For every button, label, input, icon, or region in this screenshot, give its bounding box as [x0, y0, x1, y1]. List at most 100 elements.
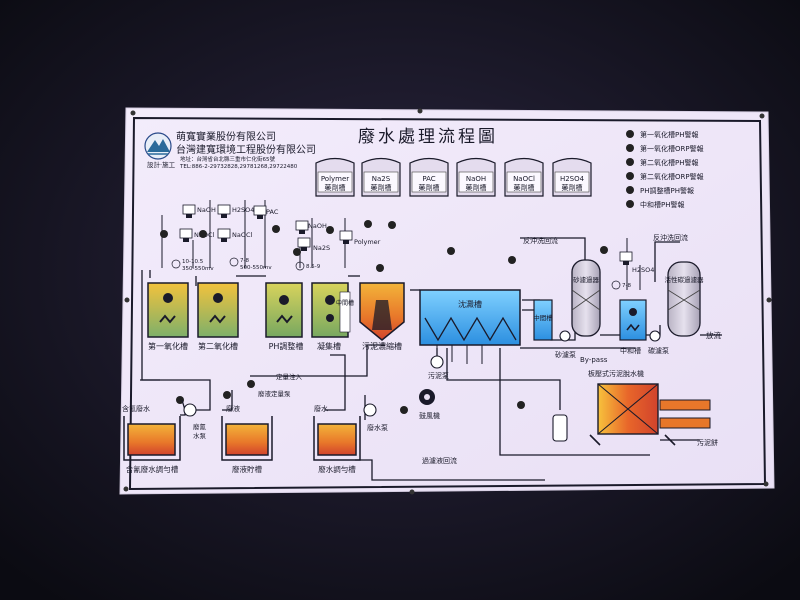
alarm-label: 第一氧化槽ORP警報 [640, 144, 704, 153]
screw-icon [124, 297, 130, 303]
pump-icon [430, 355, 444, 369]
chemical-tank: NaOCl 藥劑槽 [504, 157, 544, 197]
pump-icon [363, 403, 377, 417]
dosing-label: NaOH [197, 206, 216, 214]
indicator-lamp-icon [223, 391, 231, 399]
discharge-label: 放流 [706, 330, 721, 340]
filtrate-return-label: 過濾液回流 [422, 456, 457, 465]
pumps-right [559, 330, 661, 342]
pump-label: 碳濾泵 [648, 346, 669, 355]
middle-tank: 中間槽 [533, 299, 553, 341]
press-label: 板壓式污泥脫水機 [588, 369, 644, 378]
chemical-tank-name: NaOH [466, 175, 486, 183]
chemical-tank: Na2S 藥劑槽 [361, 157, 401, 197]
coagulation-tank: 中間槽 凝集槽 [311, 282, 354, 351]
wastewater-tank: 廢水 廢水調勻槽 廢水泵 [313, 403, 388, 474]
aerator-icon [213, 293, 223, 303]
indicator-lamp-icon [326, 226, 334, 234]
indicator-lamp-icon [388, 221, 396, 229]
dosing-label: NaOH [308, 222, 327, 230]
chemical-tank-label: 藥劑槽 [514, 183, 535, 192]
chemical-tank-name: PAC [422, 175, 435, 183]
tank-label: PH調整槽 [269, 341, 304, 351]
inlet-label: 含氰廢水 [122, 404, 150, 413]
ph-meter-icon [295, 261, 305, 271]
tank-label: 中和槽 [620, 346, 641, 355]
waste-liquid-tank: 廢液 廢液貯槽 廢液定量泵 定量注入 [221, 372, 303, 474]
screw-icon [123, 486, 129, 492]
screw-icon [417, 108, 423, 114]
pump-label-1: 廢氰 [193, 422, 207, 431]
chemical-tank-name: NaOCl [513, 175, 535, 183]
inlet-label: 廢液 [226, 404, 240, 413]
dosing-pump-icon [182, 204, 196, 218]
pump-label: 砂濾泵 [555, 350, 576, 359]
dosing-pump-icon [297, 237, 311, 251]
tank-label: 廢水調勻槽 [318, 464, 356, 474]
dosing-pump-icon [339, 230, 353, 244]
aerator-icon [629, 308, 637, 316]
indicator-lamps [160, 220, 608, 414]
tank-label: 含氰廢水調勻槽 [126, 464, 179, 474]
dosing-label: NaOCl [232, 231, 253, 239]
chemical-tank-label: 藥劑槽 [419, 183, 440, 192]
indicator-lamp-icon [517, 401, 525, 409]
dosing-pump-icon [179, 228, 193, 242]
alarm-label: PH調整槽PH警報 [640, 186, 694, 195]
oxidation-tank-2: 第二氧化槽 [197, 282, 239, 351]
process-lines [140, 237, 722, 481]
company-header: 萌寬實業股份有限公司 台灣建寬環境工程股份有限公司 設計‧施工 地址：台灣省台北… [144, 130, 316, 170]
screw-icon [766, 297, 772, 303]
alarm-lamp-icon [626, 130, 634, 138]
alarm-lamp-icon [626, 186, 634, 194]
setpoint-label: 10-10.5 [182, 259, 204, 265]
chemical-tank: PAC 藥劑槽 [409, 157, 449, 197]
setpoint-label: 7-8 [240, 258, 249, 264]
alarm-label: 中和槽PH警報 [640, 200, 685, 209]
ph-meter-icon [229, 257, 239, 267]
pump-icon [183, 403, 197, 417]
tank-label: 污泥濃縮槽 [362, 341, 402, 351]
dosing-pump-icon [217, 228, 231, 242]
sludge-pump: 污泥泵 [428, 355, 449, 380]
filter-label: 活性碳過濾器 [665, 275, 705, 284]
dosing-label: Polymer [354, 238, 381, 246]
alarm-legend: 第一氧化槽PH警報 第一氧化槽ORP警報 第二氧化槽PH警報 第二氧化槽ORP警… [626, 130, 704, 209]
sand-filter: 砂濾過器 [571, 259, 601, 337]
company-phone: TEL:886-2-29732828,29781268,29722480 [179, 164, 298, 170]
indicator-lamp-icon [364, 220, 372, 228]
mixer-icon [159, 314, 176, 324]
blower: 鼓風機 [419, 389, 440, 420]
setpoint-label: 7-8 [622, 283, 631, 289]
pump-icon [559, 330, 571, 342]
lamella-plates [424, 316, 517, 342]
panel-title: 廢水處理流程圖 [358, 127, 498, 147]
oxidation-tank-1: 第一氧化槽 [147, 282, 189, 351]
inlet-label: 廢水 [314, 404, 328, 413]
setpoint-label: 8.5-9 [306, 264, 321, 270]
tank-label: 凝集槽 [317, 341, 341, 351]
indicator-lamp-icon [199, 230, 207, 238]
setpoints: 10-10.5 350-550mv 7-8 500-550mv 8.5-9 7-… [171, 257, 631, 290]
mid-tank-strip-label: 中間槽 [336, 299, 354, 307]
chemical-tank-label: 藥劑槽 [466, 183, 487, 192]
chemical-tank: H2SO4 藥劑槽 [552, 157, 592, 197]
bypass-label: By-pass [580, 356, 608, 364]
screw-icon [409, 489, 415, 495]
dosing-label: H2SO4 [232, 206, 254, 214]
diaphragm-pump-icon [552, 414, 568, 442]
indicator-lamp-icon [160, 230, 168, 238]
dosing-label: PAC [266, 208, 279, 216]
indicator-lamp-icon [272, 225, 280, 233]
aerator-icon [163, 293, 173, 303]
indicator-lamp-icon [293, 248, 301, 256]
mid-tank-strip [339, 291, 351, 333]
chemical-tank-name: Na2S [372, 175, 391, 183]
setpoint-label: 350-550mv [182, 266, 214, 272]
filter-press: 板壓式污泥脫水機 污泥餅 [552, 369, 718, 447]
alarm-label: 第二氧化槽PH警報 [640, 158, 699, 167]
dosing-pump-label: 廢液定量泵 [258, 389, 291, 398]
chemical-tank-label: 藥劑槽 [371, 183, 392, 192]
indicator-lamp-icon [376, 264, 384, 272]
